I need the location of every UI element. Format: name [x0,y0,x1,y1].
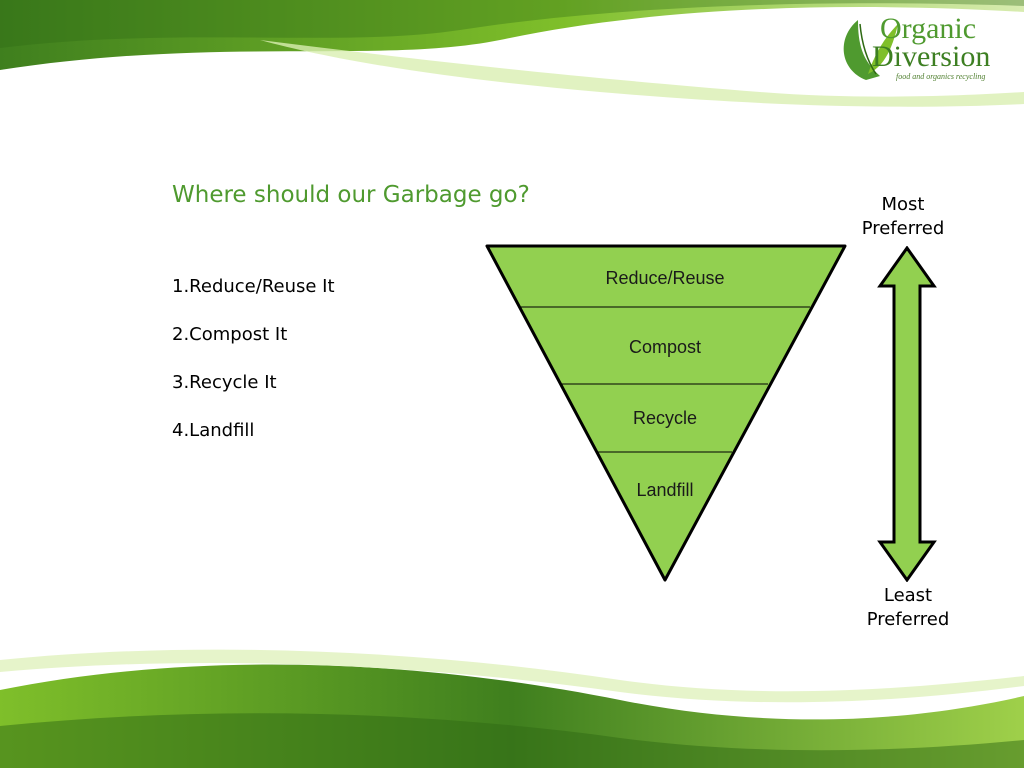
level-label-reduce-reuse: Reduce/Reuse [605,268,724,288]
level-label-landfill: Landfill [636,480,693,500]
step-item: 3.Recycle It [172,372,277,393]
step-item: 1.Reduce/Reuse It [172,276,335,297]
bottom-swoosh-shade [0,713,1024,768]
waste-hierarchy-pyramid: Reduce/Reuse Compost Recycle Landfill [485,244,847,582]
step-item: 2.Compost It [172,324,288,345]
leaf-logo-icon [843,20,898,80]
most-preferred-label: Most Preferred [843,193,963,241]
logo-tagline: food and organics recycling [896,72,986,81]
top-swoosh [0,0,1024,70]
top-swoosh-shade [0,0,1024,48]
slide-title: Where should our Garbage go? [172,182,530,208]
level-label-compost: Compost [629,337,701,357]
logo-word-diversion: Diversion [872,40,991,73]
bottom-swoosh-glow [0,649,1024,703]
steps-list: 1.Reduce/Reuse It 2.Compost It 3.Recycle… [172,275,335,467]
pyramid-body [485,244,847,582]
least-preferred-label: Least Preferred [848,584,968,632]
least-preferred-line: Least Preferred [866,585,950,630]
level-label-recycle: Recycle [633,408,697,428]
most-preferred-line: Most Preferred [861,194,945,239]
step-item: 4.Landfill [172,420,255,441]
organic-diversion-logo: Organic Diversion food and organics recy… [836,10,1016,86]
top-swoosh-glow [260,40,1024,107]
preference-double-arrow-icon [877,246,937,582]
logo-word-organic: Organic [880,12,977,45]
